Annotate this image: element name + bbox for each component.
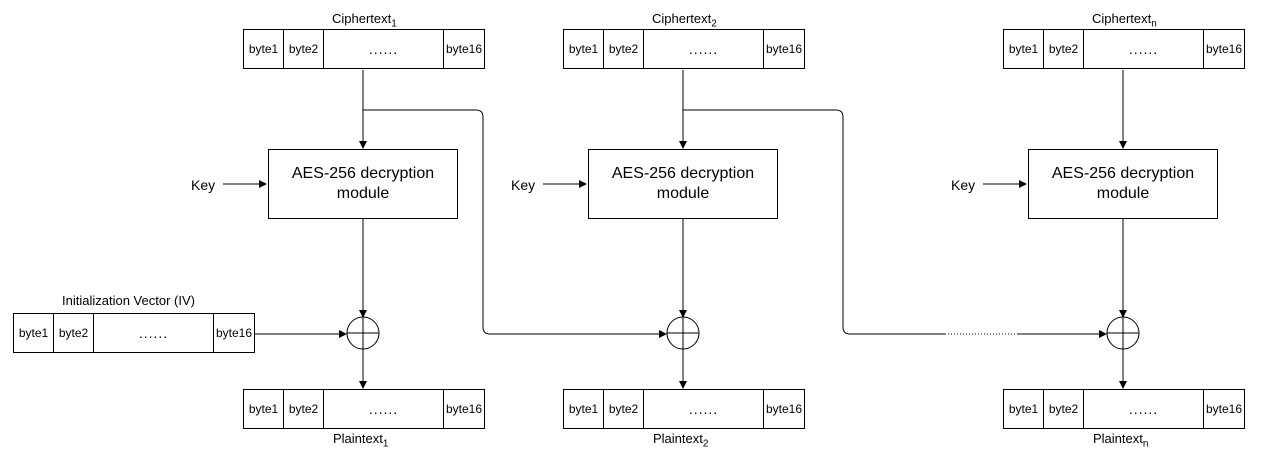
ciphertext-1-label: Ciphertext1 bbox=[332, 11, 397, 30]
plaintext-1-label: Plaintext1 bbox=[333, 431, 388, 450]
ellipsis-cell: ...... bbox=[1084, 30, 1204, 68]
key-n-label: Key bbox=[951, 177, 976, 193]
byte-cell: byte16 bbox=[445, 42, 483, 56]
byte-cell: byte1 bbox=[564, 390, 604, 428]
byte-cell: byte16 bbox=[215, 326, 253, 340]
byte-cell: byte2 bbox=[1044, 30, 1084, 68]
ellipsis-cell: ...... bbox=[324, 30, 444, 68]
byte-cell: byte2 bbox=[604, 390, 644, 428]
ellipsis-cell: ...... bbox=[324, 390, 444, 428]
plaintext-n-base: Plaintext bbox=[1093, 431, 1143, 446]
byte-cell: byte2 bbox=[1044, 390, 1084, 428]
byte-cell: byte16 bbox=[1205, 42, 1243, 56]
plaintext-2-base: Plaintext bbox=[653, 431, 703, 446]
ciphertext-2-bytes: byte1 byte2 ...... byte16 bbox=[563, 29, 805, 69]
xor-symbol-n bbox=[1106, 316, 1140, 350]
xor-symbol-1 bbox=[346, 316, 380, 350]
ellipsis-cell: ...... bbox=[644, 390, 764, 428]
ellipsis-cell: ...... bbox=[94, 314, 214, 352]
plaintext-1-sub: 1 bbox=[382, 438, 389, 450]
key-2-label: Key bbox=[511, 177, 536, 193]
byte-cell: byte16 bbox=[445, 402, 483, 416]
ciphertext-n-sub: n bbox=[1151, 18, 1157, 30]
xor-symbol-2 bbox=[666, 316, 700, 350]
ciphertext-1-base: Ciphertext bbox=[332, 11, 392, 26]
ciphertext-1-bytes: byte1 byte2 ...... byte16 bbox=[243, 29, 485, 69]
byte-cell: byte1 bbox=[564, 30, 604, 68]
plaintext-1-bytes: byte1 byte2 ...... byte16 bbox=[243, 389, 485, 429]
byte-cell: byte1 bbox=[14, 314, 54, 352]
ciphertext-n-bytes: byte1 byte2 ...... byte16 bbox=[1003, 29, 1245, 69]
byte-cell: byte1 bbox=[244, 390, 284, 428]
plaintext-1-base: Plaintext bbox=[333, 431, 383, 446]
byte-cell: byte1 bbox=[244, 30, 284, 68]
wire-c1-to-xor2 bbox=[363, 109, 667, 338]
plaintext-n-sub: n bbox=[1142, 438, 1149, 450]
aes-module-n: AES-256 decryption module bbox=[1028, 149, 1218, 219]
plaintext-n-label: Plaintextn bbox=[1093, 431, 1148, 450]
byte-cell: byte2 bbox=[284, 390, 324, 428]
aes-module-2: AES-256 decryption module bbox=[588, 149, 778, 219]
aes-module-1: AES-256 decryption module bbox=[268, 149, 458, 219]
byte-cell: byte2 bbox=[604, 30, 644, 68]
byte-cell: byte16 bbox=[765, 402, 803, 416]
ciphertext-1-sub: 1 bbox=[391, 18, 397, 30]
ciphertext-2-label: Ciphertext2 bbox=[652, 11, 717, 30]
byte-cell: byte16 bbox=[765, 42, 803, 56]
byte-cell: byte2 bbox=[54, 314, 94, 352]
byte-cell: byte16 bbox=[1205, 402, 1243, 416]
plaintext-n-bytes: byte1 byte2 ...... byte16 bbox=[1003, 389, 1245, 429]
byte-cell: byte1 bbox=[1004, 390, 1044, 428]
ciphertext-n-base: Ciphertext bbox=[1092, 11, 1152, 26]
ciphertext-2-sub: 2 bbox=[711, 18, 717, 30]
plaintext-2-bytes: byte1 byte2 ...... byte16 bbox=[563, 389, 805, 429]
byte-cell: byte1 bbox=[1004, 30, 1044, 68]
plaintext-2-sub: 2 bbox=[702, 438, 709, 450]
ciphertext-2-base: Ciphertext bbox=[652, 11, 712, 26]
byte-cell: byte2 bbox=[284, 30, 324, 68]
ciphertext-n-label: Ciphertextn bbox=[1092, 11, 1157, 30]
wire-c2-to-xorn-solid bbox=[683, 109, 945, 335]
iv-label: Initialization Vector (IV) bbox=[62, 293, 195, 308]
key-1-label: Key bbox=[191, 177, 216, 193]
plaintext-2-label: Plaintext2 bbox=[653, 431, 708, 450]
iv-bytes: byte1 byte2 ...... byte16 bbox=[13, 313, 255, 353]
ellipsis-cell: ...... bbox=[644, 30, 764, 68]
ellipsis-cell: ...... bbox=[1084, 390, 1204, 428]
